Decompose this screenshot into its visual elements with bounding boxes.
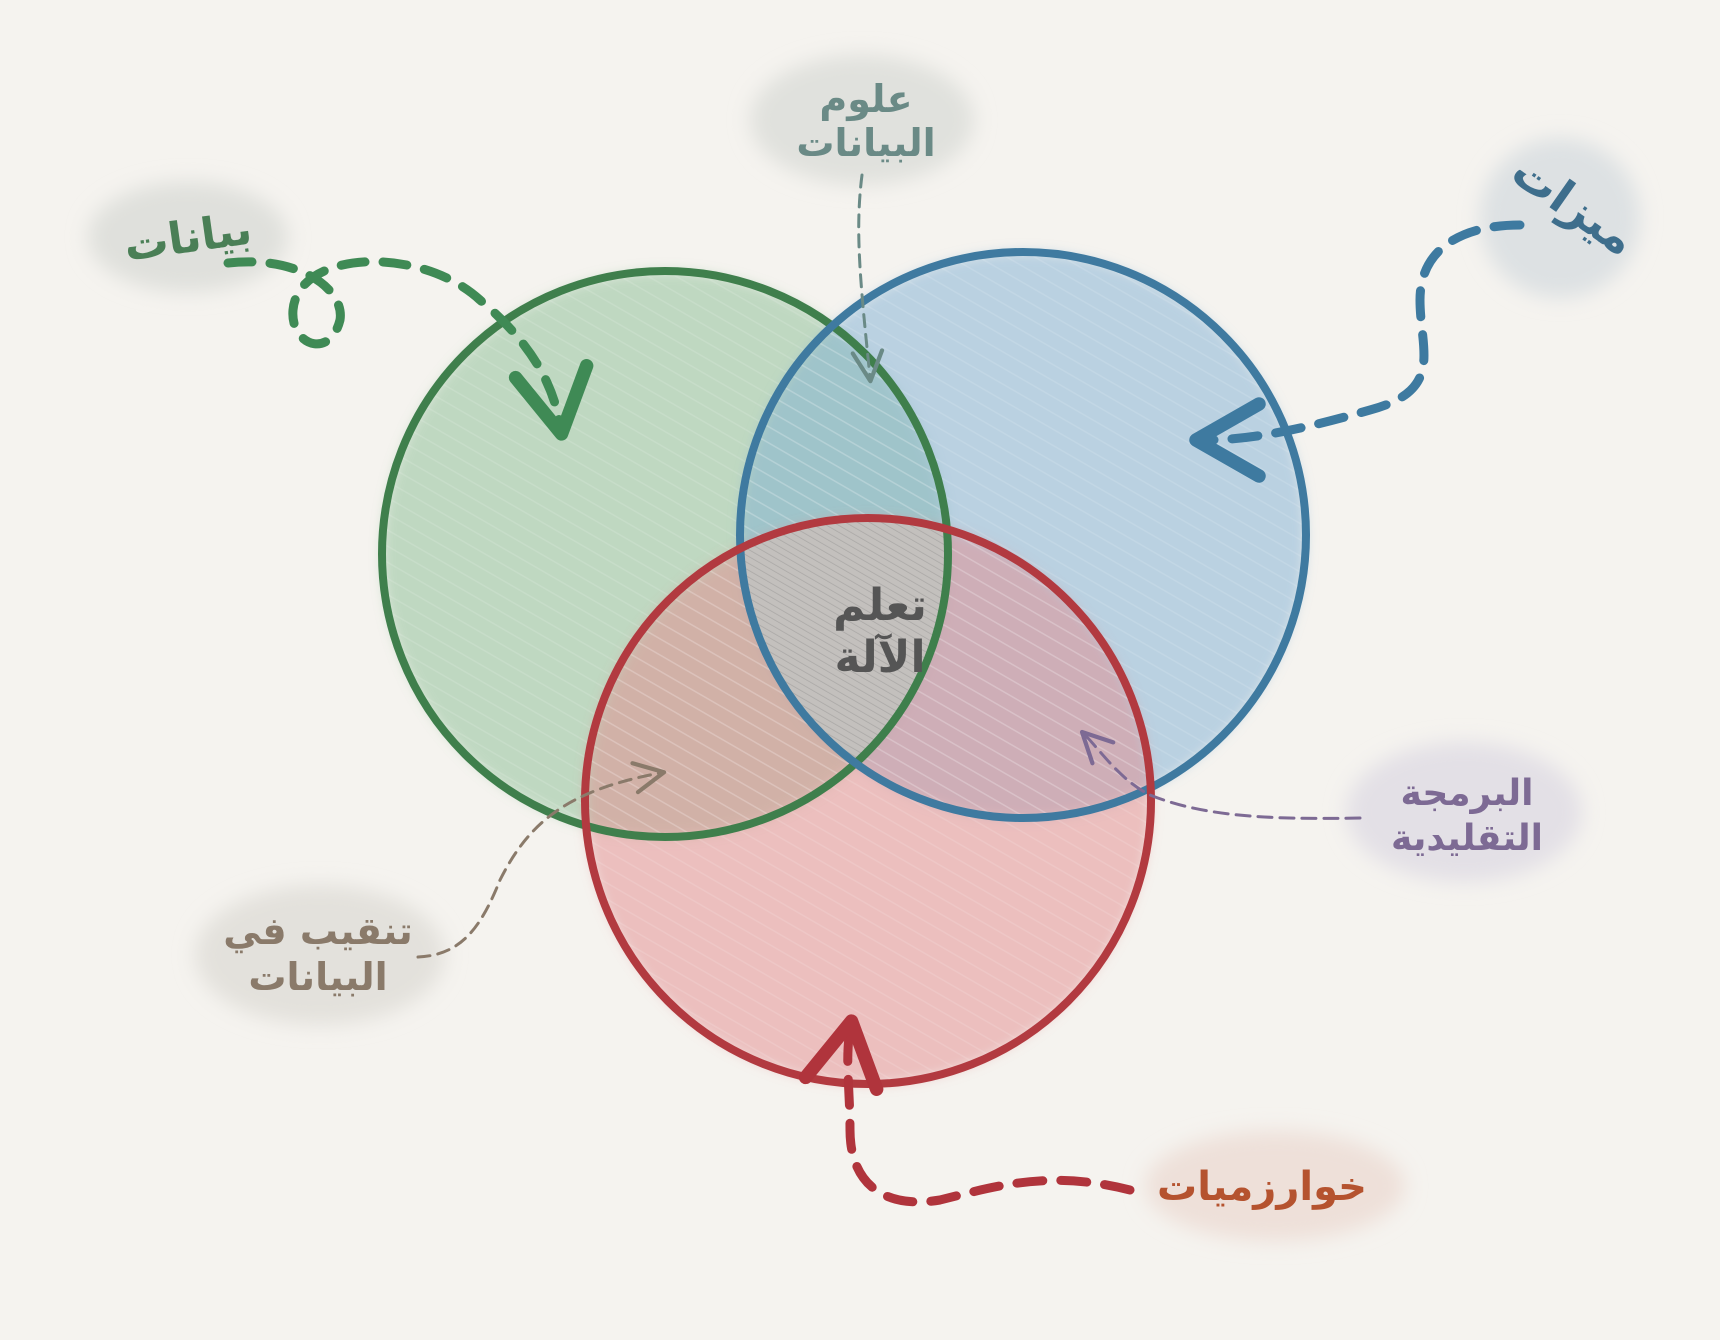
traditional-programming-arrow	[1079, 729, 1362, 820]
label-traditional-programming-line2: التقليدية	[1391, 818, 1543, 859]
label-data-mining-line1: تنقيب في	[223, 909, 412, 953]
data-mining-arrow	[416, 761, 667, 959]
label-data-mining-line2: البيانات	[248, 955, 387, 999]
features-arrow	[1189, 220, 1525, 483]
data-science-arrow	[850, 173, 885, 384]
blue-circle	[736, 248, 1310, 822]
data-arrow	[223, 257, 594, 441]
center-label-line2: الآلة	[834, 632, 925, 683]
center-label-line1: تعلم	[833, 580, 927, 631]
label-backgrounds	[88, 55, 1640, 1241]
label-algorithms: خوارزميات	[1157, 1164, 1367, 1210]
label-data-science-line1: علوم	[819, 77, 912, 122]
connectors	[223, 173, 1525, 1207]
green-circle	[378, 267, 952, 841]
label-traditional-programming-line1: البرمجة	[1400, 773, 1533, 814]
algorithms-arrow	[798, 1014, 1135, 1207]
label-data-science-line2: البيانات	[796, 121, 935, 165]
